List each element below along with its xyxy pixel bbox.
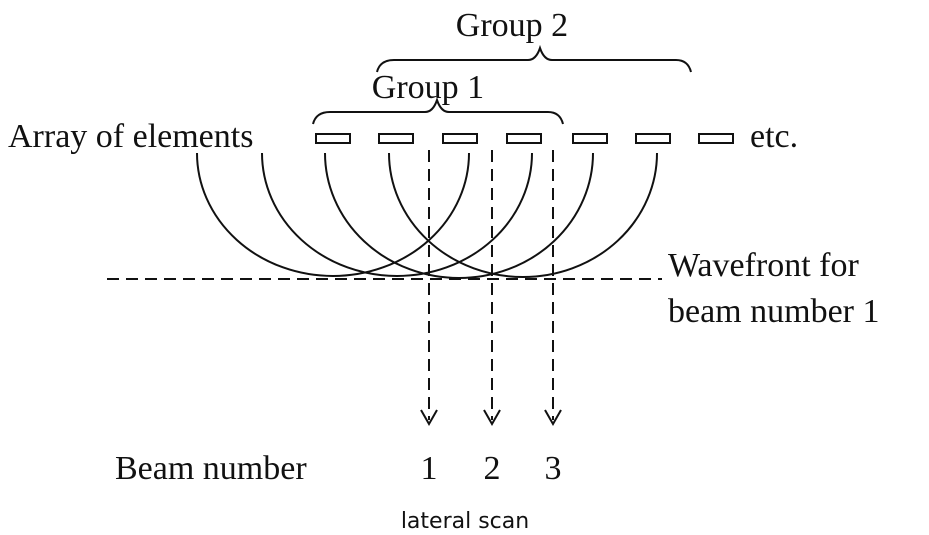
lateral-scan-caption: lateral scan: [401, 509, 529, 534]
array-element: [442, 133, 478, 144]
group-1-label: Group 1: [372, 69, 484, 106]
beam-1-label: 1: [421, 450, 438, 487]
beam-arrow-3: [544, 150, 562, 427]
wavefront-label-line2: beam number 1: [668, 293, 880, 330]
array-element: [698, 133, 734, 144]
group-1-brace: [312, 96, 564, 125]
beam-2-label: 2: [484, 450, 501, 487]
array-elements: [315, 133, 734, 144]
etc-label: etc.: [750, 118, 798, 155]
array-element: [378, 133, 414, 144]
beam-arrow-1: [420, 150, 438, 427]
array-label: Array of elements: [8, 118, 253, 155]
group-2-label: Group 2: [456, 7, 568, 44]
wavelet-arc: [388, 152, 658, 278]
wavelet-arc: [196, 152, 470, 277]
beam-number-label: Beam number: [115, 450, 307, 487]
array-element: [315, 133, 351, 144]
array-element: [506, 133, 542, 144]
array-element: [635, 133, 671, 144]
wavelet-arcs: [196, 152, 658, 279]
beam-3-label: 3: [545, 450, 562, 487]
array-element: [572, 133, 608, 144]
beam-arrow-2: [483, 150, 501, 427]
wavefront-label-line1: Wavefront for: [668, 247, 859, 284]
wavelet-arc: [261, 152, 533, 277]
group-2-brace: [376, 44, 692, 73]
